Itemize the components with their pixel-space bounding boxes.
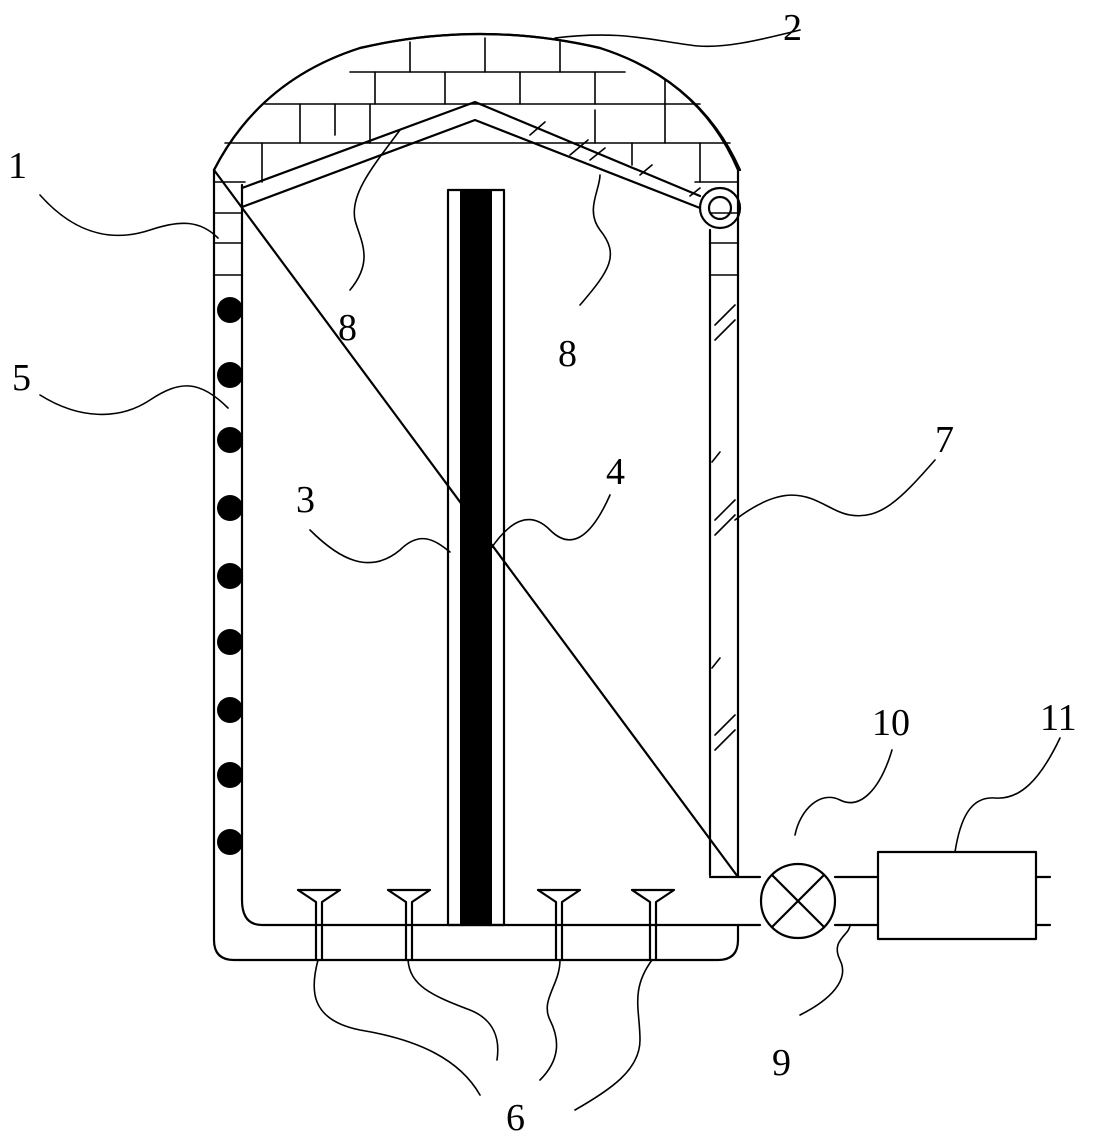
valve-icon [759,862,837,940]
label-2: 2 [783,7,802,49]
right-wall-glass [711,304,736,751]
nozzles [296,888,676,962]
label-5: 5 [12,357,31,399]
label-10: 10 [872,702,910,744]
vessel-inner-wall [240,183,740,927]
label-3: 3 [296,479,315,521]
label-8-right: 8 [558,333,577,375]
label-7: 7 [935,419,954,461]
central-core [460,190,492,925]
heating-elements [217,297,243,855]
leader-lines [39,29,1061,1111]
hinge-icon [698,186,742,230]
label-9: 9 [772,1042,791,1084]
label-1: 1 [8,145,27,187]
label-6: 6 [506,1097,525,1137]
label-4: 4 [606,451,625,493]
label-11: 11 [1040,697,1077,739]
central-tube [446,188,506,927]
outlet-pipe [708,875,880,927]
baffle-hatching [529,121,701,197]
label-8-left: 8 [338,307,357,349]
gabled-baffle [240,100,702,210]
outlet-box [876,850,1052,941]
